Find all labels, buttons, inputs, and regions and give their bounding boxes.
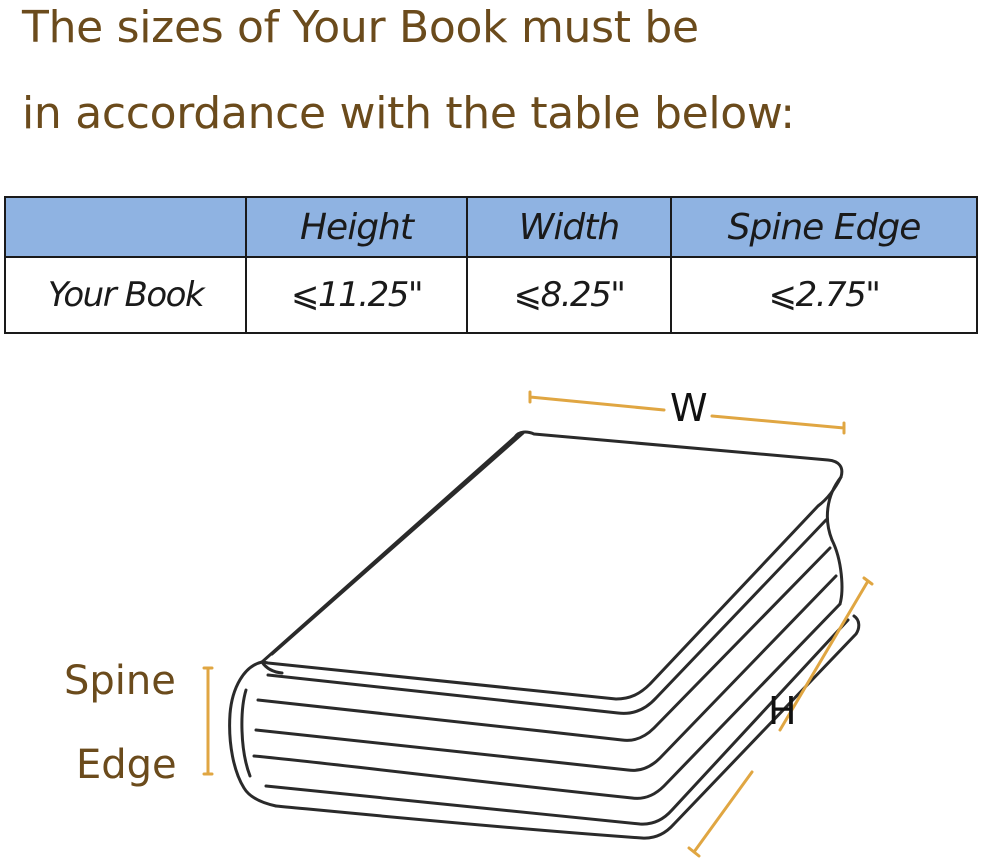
width-dimension-line-right — [710, 414, 846, 435]
book-cover-inner-edge — [260, 660, 284, 675]
height-label: H — [768, 689, 797, 733]
header-height: Height — [245, 196, 468, 258]
spine-label: Spine — [64, 658, 176, 704]
width-label: W — [670, 386, 708, 430]
table-row: Your Book ⩽11.25" ⩽8.25" ⩽2.75" — [4, 256, 978, 334]
table-header-row: Height Width Spine Edge — [4, 196, 978, 258]
cell-height: ⩽11.25" — [245, 256, 468, 334]
cell-spine-edge: ⩽2.75" — [670, 256, 978, 334]
edge-label: Edge — [76, 742, 177, 788]
book-back-cover — [274, 614, 861, 840]
row-label: Your Book — [4, 256, 247, 334]
height-dimension-line — [687, 576, 874, 858]
cell-width: ⩽8.25" — [466, 256, 672, 334]
header-empty — [4, 196, 247, 258]
header-width: Width — [466, 196, 672, 258]
book-illustration — [202, 390, 874, 858]
size-table: Height Width Spine Edge Your Book ⩽11.25… — [4, 196, 978, 334]
page-block — [256, 546, 832, 742]
header-spine-edge: Spine Edge — [670, 196, 978, 258]
spine-bracket — [202, 666, 214, 776]
title-line-1: The sizes of Your Book must be — [22, 2, 699, 53]
title-line-2: in accordance with the table below: — [22, 88, 795, 139]
book-spine — [228, 660, 278, 808]
width-dimension-line-left — [528, 390, 666, 412]
